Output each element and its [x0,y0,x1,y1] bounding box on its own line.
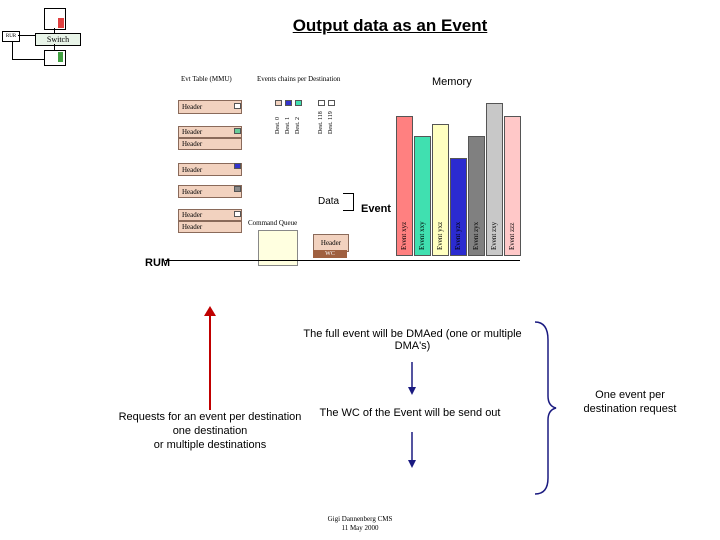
memory-bar [432,124,449,256]
dest-marker [275,100,282,106]
connector-line [54,28,55,33]
right-brace [534,321,557,495]
rum-label: RUM [145,257,171,269]
dest-marker [295,100,302,106]
header-label: Header [182,103,203,111]
event-bracket [343,193,354,211]
dest-marker [328,100,335,106]
header-label: Header [182,187,203,196]
switch-label: Switch [46,35,70,44]
switch-diagram-icon: RUR Switch [0,0,90,75]
memory-label: Memory [432,76,472,88]
cq-wc-label: WC [325,251,335,257]
evt-header-row: Header [178,209,242,221]
evt-header-row: Header [178,185,242,198]
memory-bar [486,103,503,256]
evt-table-label: Evt Table (MMU) [181,75,232,83]
evt-header-row: Header [178,126,242,138]
memory-bar [450,158,467,256]
memory-bar [504,116,521,256]
switch-module-top-red [58,18,64,28]
memory-bar [414,136,431,256]
row-marker [234,186,241,192]
data-label: Data [318,196,340,207]
events-dest-label: Events chains per Destination [257,75,341,83]
evt-header-row: Header [178,163,242,176]
cq-header-label: Header [320,239,342,247]
requests-note: Requests for an event per destination on… [118,411,302,451]
cq-header-box: Header [313,234,349,252]
evt-header-row: Header [178,138,242,150]
header-label: Header [182,128,203,136]
request-arrow-head [204,306,216,316]
header-label: Header [182,140,203,148]
row-marker [234,103,241,109]
row-marker [234,163,241,169]
switch-module-bottom-green [58,52,63,62]
cq-wc-box: WC [313,250,347,258]
event-label: Event [361,203,391,215]
dma-arrow-head [408,387,416,395]
evt-header-row: Header [178,100,242,114]
connector-line [54,44,55,50]
connector-line [18,35,35,36]
page-title: Output data as an Event [292,16,488,35]
footer-credit: Gigi Dannenberg CMS 11 May 2000 [327,515,393,532]
rum-line [165,260,520,261]
switch-box: Switch [35,33,81,46]
evt-header-row: Header [178,221,242,233]
wc-arrow-head [408,460,416,468]
rur-label: RUR [5,34,17,39]
row-marker [234,128,241,134]
rur-box: RUR [2,31,20,42]
one-per-dest-note: One event per destination request [583,389,677,415]
row-marker [234,211,241,217]
dest-marker [285,100,292,106]
connector-line [12,59,44,60]
header-label: Header [182,223,203,231]
full-event-note: The full event will be DMAed (one or mul… [303,328,522,352]
header-label: Header [182,165,203,174]
memory-bar [396,116,413,256]
connector-line [12,41,13,59]
command-queue-label: Command Queue [248,219,298,227]
memory-bar [468,136,485,256]
header-label: Header [182,211,203,219]
dest-marker [318,100,325,106]
wc-sent-note: The WC of the Event will be send out [319,407,501,419]
